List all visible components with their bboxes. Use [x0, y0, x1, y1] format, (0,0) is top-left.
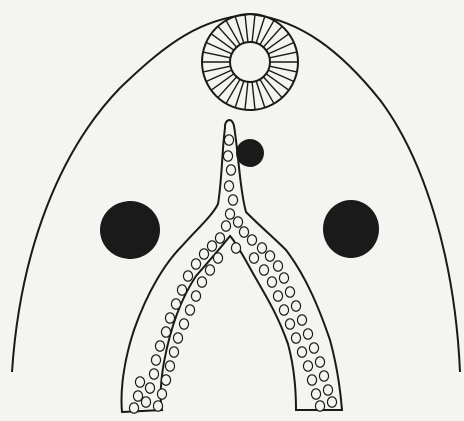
- strand-cell: [133, 391, 142, 401]
- strand-cell: [291, 333, 300, 343]
- strand-cell: [239, 227, 248, 237]
- strand-cell: [315, 357, 324, 367]
- strand-cell: [273, 261, 282, 271]
- strand-cell: [273, 291, 282, 301]
- strand-cell: [297, 315, 306, 325]
- strand-cell: [177, 285, 186, 295]
- strand-cell: [223, 151, 232, 161]
- strand-cell: [315, 401, 324, 411]
- strand-cell: [191, 259, 200, 269]
- right-dot: [323, 200, 379, 258]
- strand-cell: [145, 383, 154, 393]
- strand-cell: [157, 389, 166, 399]
- strand-cell: [183, 271, 192, 281]
- strand-cell: [225, 209, 234, 219]
- strand-cell: [191, 291, 200, 301]
- strand-cell: [197, 277, 206, 287]
- strand-cell: [323, 385, 332, 395]
- strand-cell: [285, 287, 294, 297]
- strand-cell: [265, 251, 274, 261]
- strand-cell: [161, 327, 170, 337]
- strand-cell: [309, 343, 318, 353]
- strand-cell: [319, 371, 328, 381]
- strand-cell: [185, 305, 194, 315]
- strand-cell: [213, 253, 222, 263]
- strand-cell: [297, 347, 306, 357]
- strand-cell: [228, 195, 237, 205]
- strand-cell: [247, 235, 256, 245]
- radial-disc-inner: [230, 42, 270, 82]
- strand-cell: [221, 221, 230, 231]
- strand-cell: [165, 313, 174, 323]
- strand-cell: [135, 377, 144, 387]
- strand-cell: [224, 181, 233, 191]
- strand-cell: [249, 253, 258, 263]
- strand-cell: [233, 217, 242, 227]
- strand-cell: [226, 165, 235, 175]
- strand-cell: [311, 389, 320, 399]
- strand-cell: [267, 277, 276, 287]
- strand-cell: [205, 265, 214, 275]
- strand-cell: [199, 249, 208, 259]
- strand-cell: [327, 397, 336, 407]
- strand-cell: [279, 305, 288, 315]
- strand-cell: [259, 265, 268, 275]
- strand-cell: [279, 273, 288, 283]
- strand-cell: [303, 329, 312, 339]
- strand-cell: [165, 361, 174, 371]
- strand-cell: [129, 403, 138, 413]
- strand-cell: [151, 355, 160, 365]
- strand-cell: [173, 333, 182, 343]
- strand-cell: [149, 369, 158, 379]
- strand-cell: [215, 233, 224, 243]
- strand-cell: [224, 135, 233, 145]
- strand-cell: [161, 375, 170, 385]
- strand-cell: [171, 299, 180, 309]
- strand-cell: [303, 361, 312, 371]
- strand-cell: [257, 243, 266, 253]
- strand-cell: [141, 397, 150, 407]
- strand-cell: [307, 375, 316, 385]
- strand-cell: [153, 401, 162, 411]
- strand-cell: [155, 341, 164, 351]
- strand-cell: [231, 243, 240, 253]
- strand-cell: [291, 301, 300, 311]
- left-dot: [100, 201, 160, 259]
- small-dot: [236, 139, 264, 167]
- strand-cell: [285, 319, 294, 329]
- strand-cell: [179, 319, 188, 329]
- strand-cell: [207, 241, 216, 251]
- strand-cell: [169, 347, 178, 357]
